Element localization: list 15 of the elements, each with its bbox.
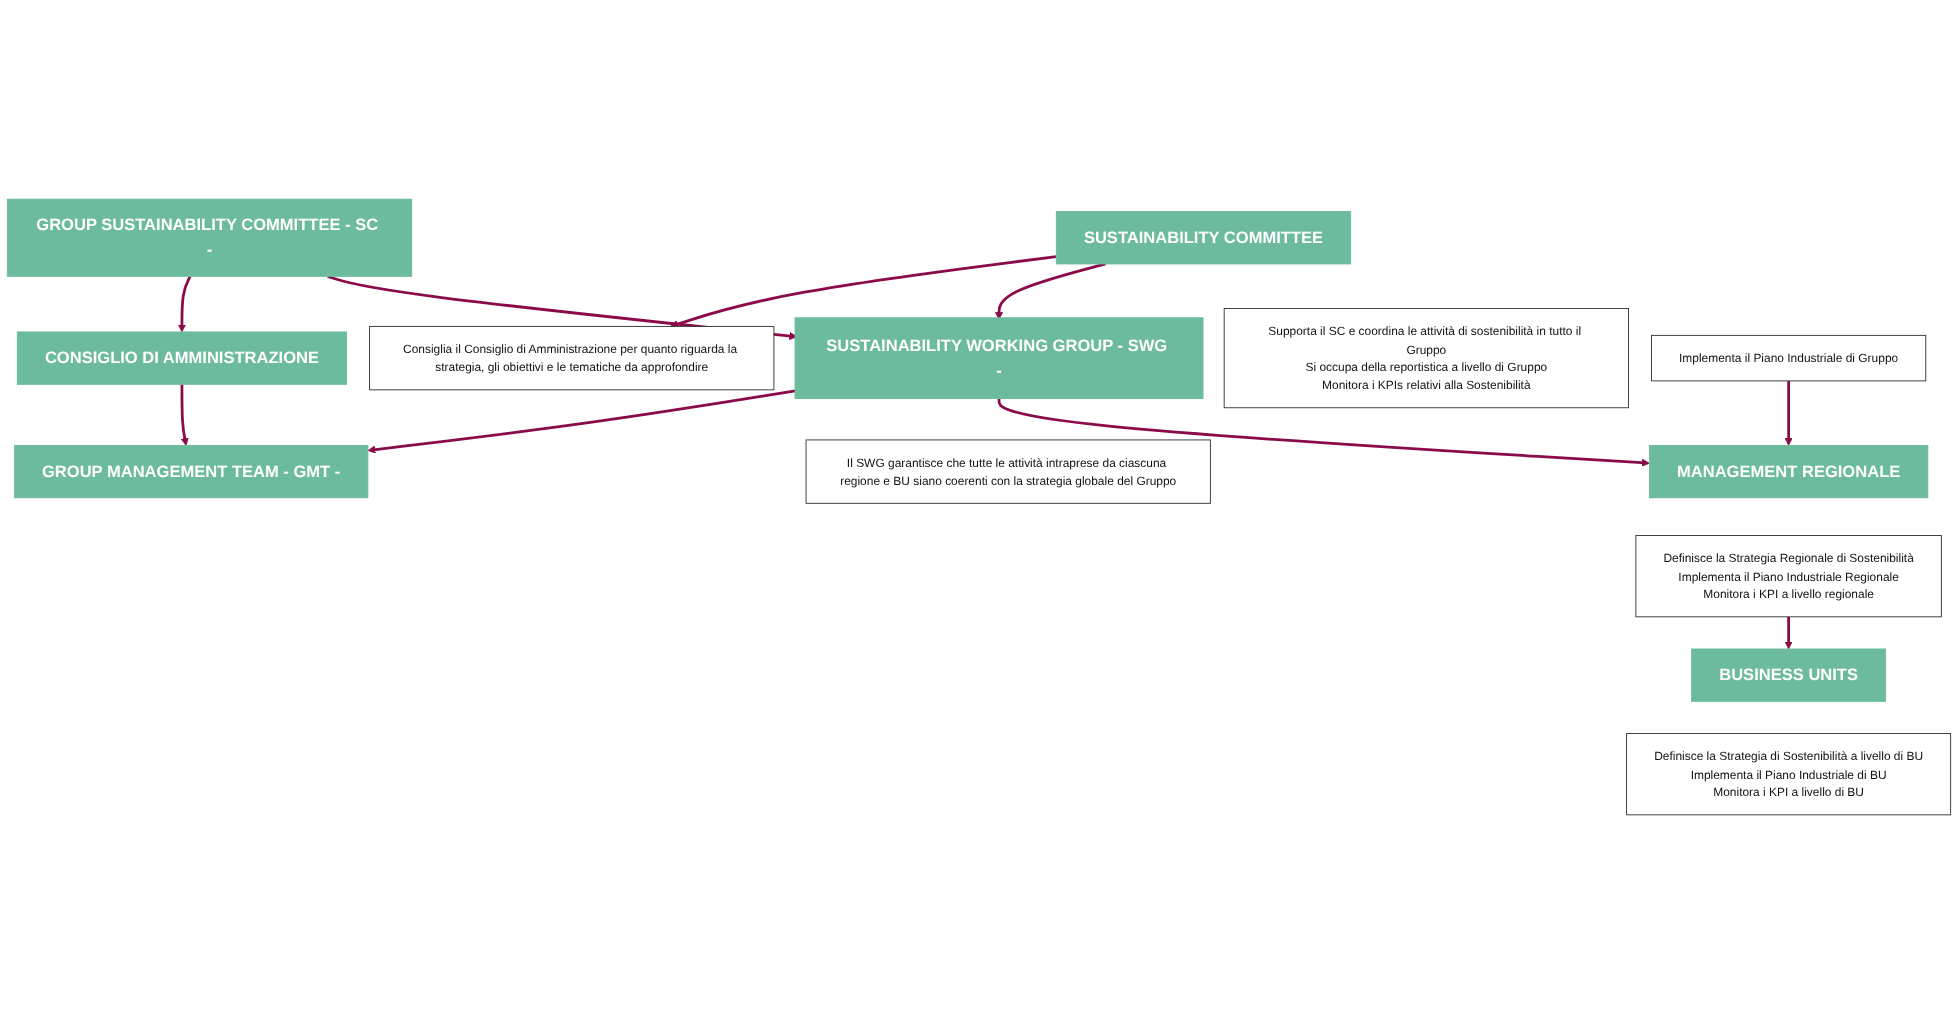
arrow bbox=[367, 389, 798, 454]
node-box: CONSIGLIO DI AMMINISTRAZIONE bbox=[16, 331, 348, 385]
node-box: BUSINESS UNITS bbox=[1691, 648, 1887, 702]
node-box: SUSTAINABILITY COMMITTEE bbox=[1055, 211, 1352, 265]
arrow bbox=[1784, 380, 1793, 446]
node-box: MANAGEMENT REGIONALE bbox=[1648, 444, 1929, 499]
arrow bbox=[995, 262, 1106, 320]
node-box: GROUP MANAGEMENT TEAM - GMT - bbox=[13, 444, 369, 499]
node-box: SUSTAINABILITY WORKING GROUP - SWG - bbox=[794, 317, 1204, 400]
arrow bbox=[1784, 616, 1793, 650]
arrow bbox=[670, 255, 1057, 329]
arrow bbox=[177, 275, 192, 333]
node-box: GROUP SUSTAINABILITY COMMITTEE - SC - bbox=[6, 198, 413, 277]
arrow bbox=[180, 384, 189, 446]
arrow bbox=[997, 396, 1650, 467]
